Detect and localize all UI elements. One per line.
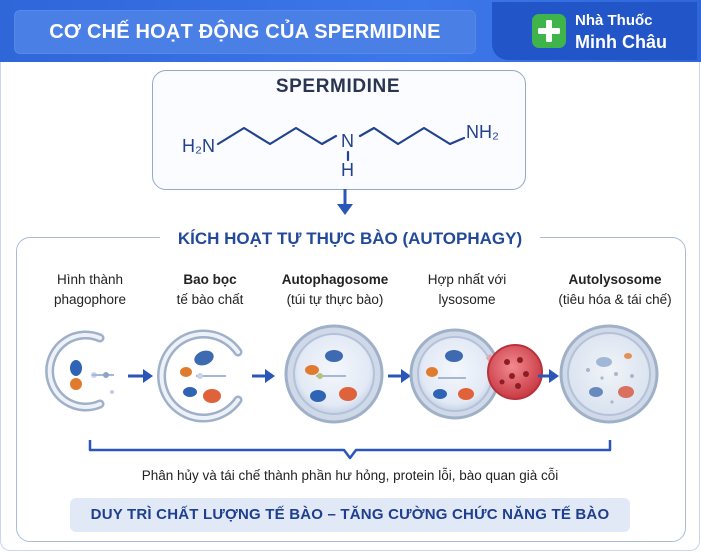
stage-1-line1: Hình thành <box>56 272 124 287</box>
stage-4-line1: Hợp nhất với <box>427 272 507 287</box>
spermidine-structure <box>216 126 466 162</box>
stage-label-3: Autophagosome (túi tự thực bào) <box>270 270 400 310</box>
stage-3-line2: (túi tự thực bào) <box>286 292 384 307</box>
summary-bracket <box>88 440 612 460</box>
brand-panel <box>492 2 697 60</box>
arrow-icon <box>538 369 559 383</box>
process-title: KÍCH HOẠT TỰ THỰC BÀO (AUTOPHAGY) <box>160 228 540 250</box>
arrow-icon <box>388 369 411 383</box>
bottom-banner <box>70 498 630 532</box>
stage-3-line1: Autophagosome <box>281 272 389 287</box>
stage-4-line2: lysosome <box>438 292 496 307</box>
arrow-icon <box>252 369 275 383</box>
summary-text: Phân hủy và tái chế thành phần hư hỏng, … <box>141 468 559 483</box>
molecule-right-group: NH₂ <box>466 122 499 142</box>
stage2-engulfing-illustration <box>157 329 243 423</box>
molecule-center-h: H <box>341 160 354 180</box>
stage-2-line2: tế bào chất <box>176 292 244 307</box>
content-frame <box>0 62 700 551</box>
molecule-left-group: H₂N <box>182 136 215 156</box>
stage-5-line2: (tiêu hóa & tái chế) <box>558 292 672 307</box>
plus-icon <box>532 14 566 48</box>
molecule-center-n: N <box>341 131 354 151</box>
molecule-box <box>152 70 526 190</box>
stage-label-4: Hợp nhất với lysosome <box>402 270 532 310</box>
stage-label-5: Autolysosome (tiêu hóa & tái chế) <box>540 270 690 310</box>
stage5-autolysosome-illustration <box>559 324 659 424</box>
brand-name-line2: Minh Châu <box>575 32 667 52</box>
stage-2-line1: Bao bọc <box>183 272 237 287</box>
stage3-autophagosome-illustration <box>284 324 384 424</box>
stage-label-2: Bao bọc tế bào chất <box>145 270 275 310</box>
page-title: CƠ CHẾ HOẠT ĐỘNG CỦA SPERMIDINE <box>49 21 441 43</box>
stage-1-line2: phagophore <box>53 292 127 307</box>
arrow-icon <box>128 369 153 383</box>
brand-name-line1: Nhà Thuốc <box>575 12 653 29</box>
down-arrow-icon <box>337 189 353 215</box>
title-pill: CƠ CHẾ HOẠT ĐỘNG CỦA SPERMIDINE <box>14 10 476 54</box>
stage4-fusion-illustration <box>409 328 543 420</box>
stage-label-1: Hình thành phagophore <box>25 270 155 310</box>
stage-5-line1: Autolysosome <box>568 272 662 287</box>
stage1-phagophore-illustration <box>45 330 114 412</box>
molecule-name: SPERMIDINE <box>275 76 401 97</box>
bottom-banner-text: DUY TRÌ CHẤT LƯỢNG TẾ BÀO – TĂNG CƯỜNG C… <box>90 506 610 523</box>
